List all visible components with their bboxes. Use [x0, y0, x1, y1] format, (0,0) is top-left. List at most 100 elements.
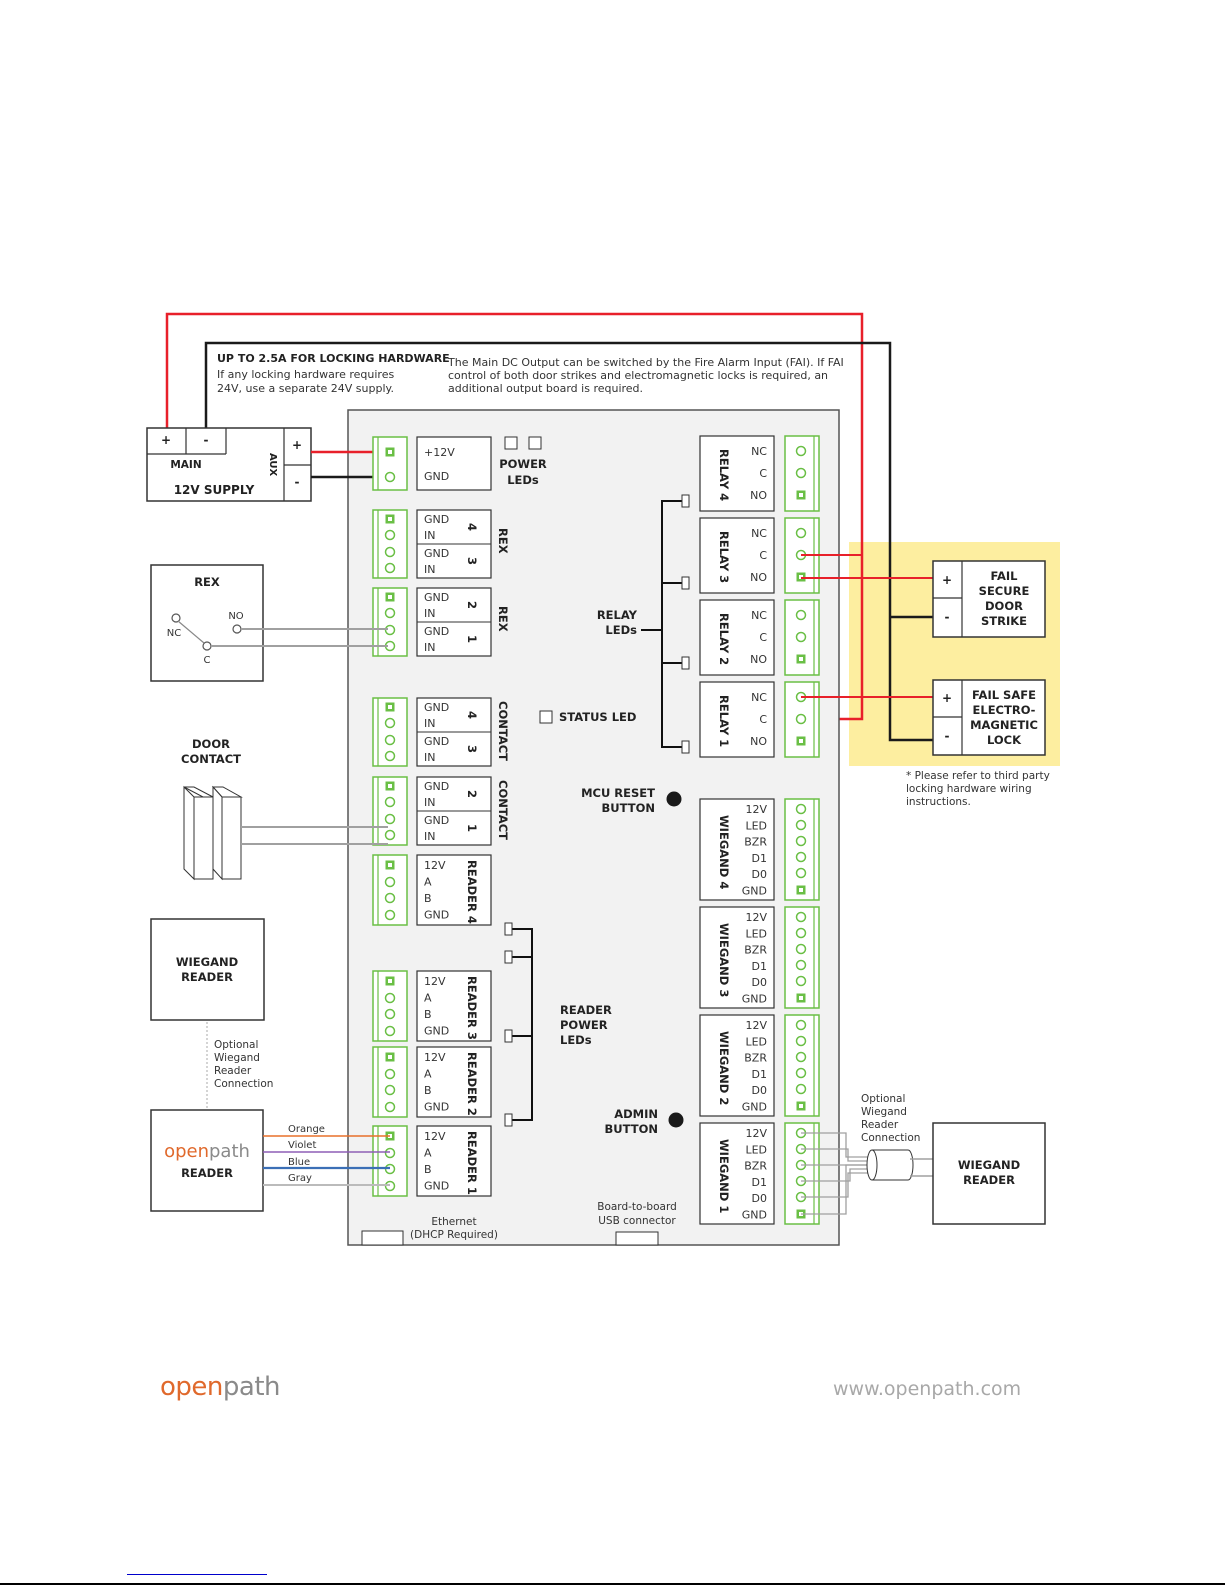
pin-label: D0: [752, 1084, 767, 1097]
fai-note-line1: The Main DC Output can be switched by th…: [447, 356, 844, 369]
reader-title: READER 1: [465, 1131, 479, 1195]
wiegand-title: WIEGAND 2: [717, 1031, 731, 1105]
maglock-plus: +: [942, 691, 952, 705]
terminal-pin-hole: [388, 517, 392, 521]
reader-2-terminal: [372, 1046, 408, 1118]
openpath-logo: openpath: [164, 1141, 250, 1162]
relay-4-led-icon: [681, 494, 690, 508]
pin-label: B: [424, 1008, 432, 1021]
pin-label: C: [759, 713, 767, 726]
wire-label-orange: Orange: [288, 1124, 325, 1135]
pin-label: 12V: [745, 1019, 767, 1032]
wire-label-violet: Violet: [288, 1140, 316, 1151]
strike-minus: -: [945, 610, 950, 624]
wiegand-reader-left-title-2: READER: [181, 970, 233, 984]
admin-button[interactable]: [668, 1112, 684, 1128]
reader-3-terminal: [372, 970, 408, 1042]
terminal-pin-hole: [388, 450, 392, 454]
pin-label: C: [759, 549, 767, 562]
supply-aux-minus: -: [295, 475, 300, 489]
pin-label: BZR: [744, 836, 767, 849]
main-plus-red-wire: [165, 312, 864, 721]
rex-device: REX NC NO C: [150, 564, 264, 682]
pin-label: BZR: [744, 1160, 767, 1173]
relay-title: RELAY 4: [717, 449, 731, 501]
optional-right-line-1: Optional: [861, 1093, 905, 1105]
third-party-note-2: locking hardware wiring: [906, 783, 1032, 795]
terminal-pin-icon: [384, 546, 396, 558]
maglock-label-3: MAGNETIC: [970, 718, 1038, 732]
terminal-pin-icon: [384, 1025, 396, 1037]
pin-label: LED: [745, 1143, 767, 1156]
strike-label-3: DOOR: [985, 599, 1023, 613]
terminal-pin-hole: [388, 705, 392, 709]
relay-title: RELAY 2: [717, 613, 731, 665]
terminal-pin-hole: [388, 595, 392, 599]
terminal-pin-icon: [795, 959, 807, 971]
pin-label: A: [424, 1068, 432, 1081]
terminal-pin-icon: [384, 1008, 396, 1020]
door-contact-title-2: CONTACT: [181, 752, 241, 766]
pin-label: BZR: [744, 1052, 767, 1065]
reader-2-led-icon: [504, 1029, 513, 1043]
supply-aux-label: AUX: [267, 453, 278, 477]
rex-no-label: NO: [228, 611, 243, 622]
supply-main-plus: +: [161, 433, 171, 447]
wiegand-reader-right: WIEGAND READER: [932, 1122, 1046, 1225]
pin-label: GND: [424, 1025, 449, 1038]
power-led-2-icon: [528, 436, 542, 450]
terminal-pin-icon: [795, 975, 807, 987]
terminal-pin-icon: [795, 631, 807, 643]
wiegand-reader-left: WIEGAND READER: [150, 918, 265, 1021]
maglock-label-4: LOCK: [987, 733, 1022, 747]
pin-label: 12V: [424, 1130, 446, 1143]
channel-number: 1: [465, 824, 479, 832]
pin-label: IN: [424, 563, 435, 576]
pin-label: LED: [745, 927, 767, 940]
maglock-label-2: ELECTRO-: [973, 703, 1036, 717]
footer-url[interactable]: www.openpath.com: [833, 1378, 1022, 1400]
relay-title: RELAY 1: [717, 695, 731, 747]
terminal-pin-icon: [795, 1051, 807, 1063]
optional-left-line-2: Wiegand: [214, 1052, 260, 1064]
terminal-pin-hole: [799, 657, 803, 661]
optional-right-line-2: Wiegand: [861, 1106, 907, 1118]
mcu-reset-label-2: BUTTON: [602, 801, 655, 815]
channel-number: 1: [465, 635, 479, 643]
terminal-pin-icon: [795, 527, 807, 539]
ethernet-label-1: Ethernet: [431, 1216, 476, 1228]
optional-left-line-4: Connection: [214, 1078, 273, 1090]
power-leds-label-1: POWER: [499, 457, 547, 471]
rex-nc-label: NC: [167, 628, 181, 639]
wiegand-2-terminal: [784, 1014, 820, 1117]
rex-device-title: REX: [194, 575, 220, 589]
third-party-note-1: * Please refer to third party: [906, 770, 1050, 782]
footer-openpath-logo: openpath: [160, 1372, 281, 1402]
terminal-pin-icon: [384, 813, 396, 825]
pin-label: GND: [424, 1101, 449, 1114]
channel-number: 2: [465, 601, 479, 609]
terminal-pin-icon: [795, 1083, 807, 1095]
mcu-reset-button[interactable]: [666, 791, 682, 807]
wiegand-1-wire: [801, 1172, 872, 1198]
pin-label: GND: [742, 1101, 767, 1114]
pin-label: 12V: [424, 859, 446, 872]
fai-note-line3: additional output board is required.: [448, 382, 643, 395]
pin-label: C: [759, 631, 767, 644]
12v-supply: + - MAIN AUX + - 12V SUPPLY: [146, 427, 312, 502]
reader-title: READER 4: [465, 860, 479, 924]
status-led-label: STATUS LED: [559, 710, 636, 724]
pin-label: 12V: [745, 1127, 767, 1140]
contact-12-terminal: [372, 776, 408, 846]
pin-label: GND: [424, 625, 449, 638]
pin-label: B: [424, 892, 432, 905]
